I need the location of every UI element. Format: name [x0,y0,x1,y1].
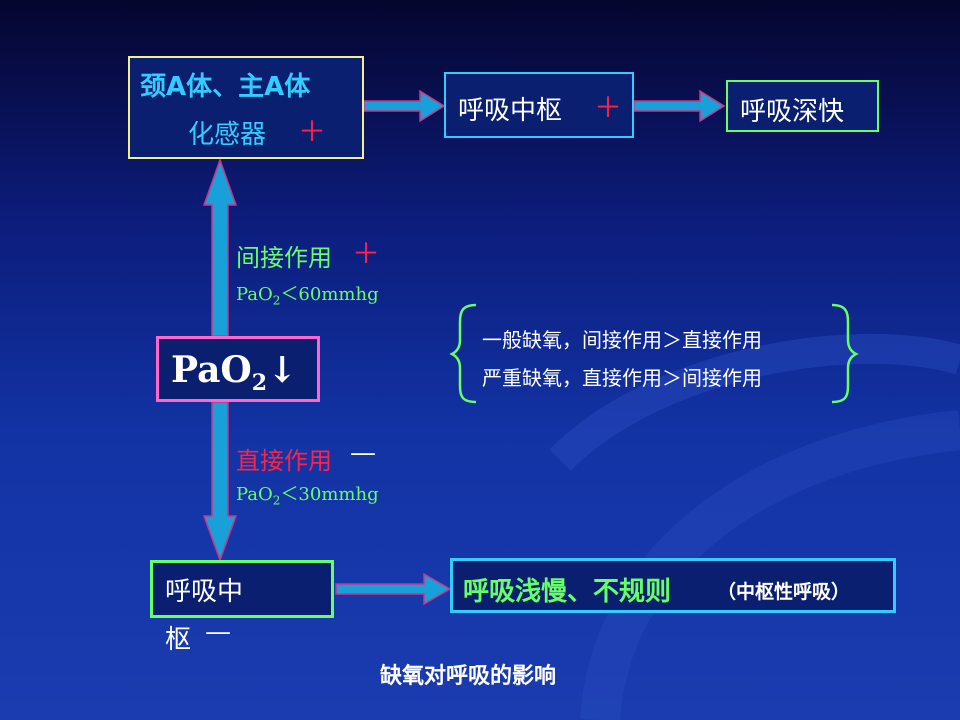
note-line1: 一般缺氧，间接作用＞直接作用 [482,328,762,352]
central-breathing-note: （中枢性呼吸） [717,581,851,603]
deep-fast-breathing-label: 呼吸深快 [740,97,845,127]
arrow-center-to-shallow [335,572,452,606]
direct-action-minus-sign: — [350,438,376,468]
direct-action-label: 直接作用 [236,447,332,475]
indirect-condition-sub: 2 [272,293,281,308]
indirect-condition: PaO2＜60mmhg [236,280,379,308]
respiratory-center-bottom-box: 呼吸中 枢 — [150,560,334,655]
direct-condition-value: ＜30mmhg [280,484,379,505]
respiratory-center-bottom-line2: 枢 [165,625,192,655]
arrow-pao2-to-chemo [202,157,238,337]
respiratory-center-box: 呼吸中枢 ＋ [444,72,634,138]
respiratory-center-bottom-minus-sign: — [205,617,231,647]
chemoreceptor-line1: 颈A体、主A体 [140,72,311,102]
shallow-slow-breathing-label: 呼吸浅慢、不规则 [463,577,672,607]
indirect-action-plus-sign: ＋ [352,237,381,270]
indirect-action-label: 间接作用 [236,244,332,272]
note-brace-right [831,303,859,404]
pao2-down-arrow: ↓ [267,349,298,391]
direct-condition: PaO2＜30mmhg [236,480,379,508]
chemoreceptor-line2: 化感器 [188,120,267,150]
pao2-label: PaO2↓ [171,349,297,396]
direct-condition-pao: PaO [236,484,273,505]
pao2-text: PaO [171,349,252,391]
shallow-slow-breathing-box: 呼吸浅慢、不规则 （中枢性呼吸） [450,558,896,613]
respiratory-center-bottom-line1: 呼吸中 [165,577,244,607]
chemoreceptor-plus-sign: ＋ [298,115,327,148]
respiratory-center-plus-sign: ＋ [594,91,623,124]
direct-condition-sub: 2 [272,493,281,508]
deep-fast-breathing-box: 呼吸深快 [726,80,879,132]
indirect-condition-pao: PaO [236,284,273,305]
note-brace-left [449,303,477,404]
indirect-condition-value: ＜60mmhg [280,284,379,305]
diagram-title: 缺氧对呼吸的影响 [380,664,557,689]
note-line2: 严重缺氧，直接作用＞间接作用 [482,366,762,390]
respiratory-center-label: 呼吸中枢 [458,96,563,126]
pao2-subscript: 2 [251,370,268,397]
pao2-box: PaO2↓ [156,336,320,402]
arrow-pao2-to-center-down [202,401,238,563]
arrow-chemo-to-center [363,89,446,123]
arrow-center-to-deep [633,89,726,123]
chemoreceptor-box: 颈A体、主A体 化感器 ＋ [128,56,364,159]
